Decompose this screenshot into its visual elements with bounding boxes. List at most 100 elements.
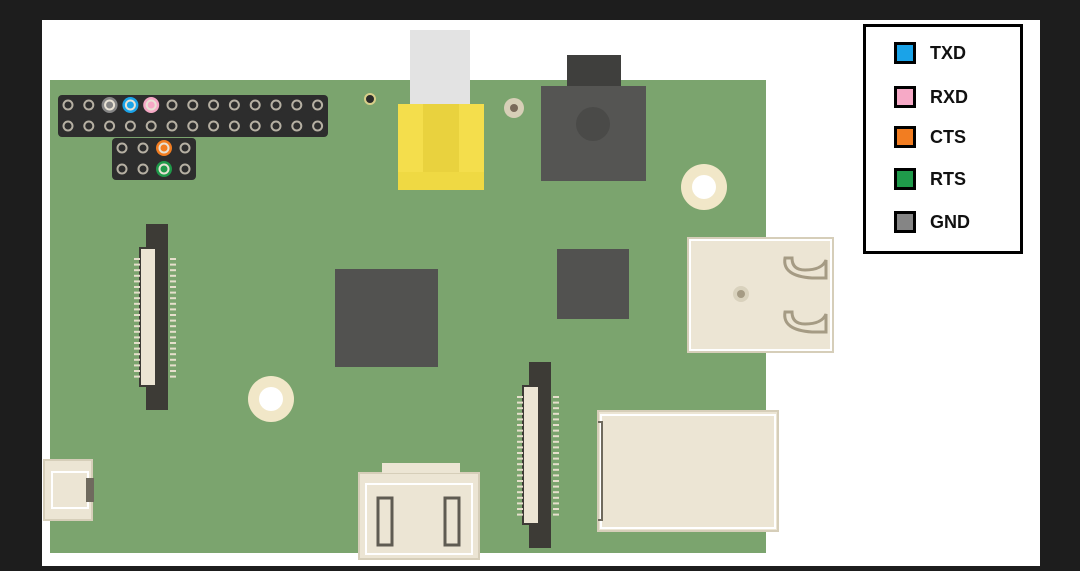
connector-pin [517, 407, 523, 410]
gpio-pin-pad [143, 97, 160, 113]
connector-pin [170, 375, 176, 378]
connector-pin [517, 435, 523, 438]
connector-pin [134, 319, 140, 322]
legend: TXD RXD CTS RTS GND [863, 24, 1023, 254]
display-connector [134, 224, 176, 410]
p5-pin-pad [135, 161, 151, 177]
connector-pin [134, 258, 140, 260]
connector-pin [553, 480, 559, 482]
connector-pin [134, 302, 140, 305]
connector-pin [134, 314, 140, 316]
gpio-pin [270, 99, 282, 111]
gpio-pin-pad [288, 97, 305, 113]
legend-swatch-cts [894, 126, 916, 148]
small-led [364, 93, 376, 105]
connector-pin [517, 508, 523, 510]
connector-pin [517, 491, 523, 494]
hdmi-port [358, 463, 480, 560]
connector-pin [170, 297, 176, 300]
connector-pin [134, 353, 140, 356]
p5-pin [137, 142, 149, 154]
connector-pin [517, 424, 523, 426]
gpio-pin-pad [101, 118, 118, 134]
connector-pin [553, 407, 559, 410]
connector-pin [553, 474, 559, 477]
connector-pin [517, 418, 523, 421]
gpio-pin-pad [122, 118, 139, 134]
p5-header-body [112, 138, 196, 180]
connector-pin [553, 396, 559, 398]
gpio-pin [145, 99, 157, 111]
connector-pin [134, 347, 140, 350]
legend-item-rts: RTS [894, 168, 1024, 196]
p5-pin-pad [156, 140, 172, 156]
connector-pin [134, 336, 140, 339]
connector-pin [170, 269, 176, 272]
gpio-pin-pad [184, 118, 201, 134]
legend-item-gnd: GND [894, 211, 1024, 239]
gpio-pin [249, 120, 261, 132]
mounting-hole-bottom-left-center [259, 387, 283, 411]
connector-pin [170, 286, 176, 288]
connector-pin [517, 457, 523, 460]
ethernet-port [597, 410, 779, 532]
gpio-pin-pad [122, 97, 139, 113]
p5-pin-pad [156, 161, 172, 177]
legend-swatch-rts [894, 168, 916, 190]
connector-pin [134, 325, 140, 328]
connector-pin [170, 314, 176, 316]
gpio-pin-pad [164, 97, 180, 113]
gpio-pin [62, 120, 74, 132]
connector-pin [553, 429, 559, 432]
connector-pin [517, 480, 523, 482]
legend-swatch-gnd [894, 211, 916, 233]
display-connector-insert [139, 247, 157, 387]
connector-pin [134, 342, 140, 344]
gpio-pin-pad [288, 118, 305, 134]
legend-label-rxd: RXD [930, 87, 969, 107]
connector-pin [134, 375, 140, 378]
connector-pin [134, 280, 140, 283]
connector-pin [517, 412, 523, 415]
connector-pin [170, 291, 176, 294]
connector-pin [517, 396, 523, 398]
gpio-pin-pad [60, 97, 76, 113]
connector-pin [134, 364, 140, 367]
gpio-pin [83, 120, 95, 132]
gpio-pin [228, 99, 240, 111]
connector-pin [517, 429, 523, 432]
gpio-pin [270, 120, 282, 132]
connector-pin [134, 274, 140, 277]
gpio-pin-pad [268, 97, 284, 113]
gpio-pin-pad [268, 118, 284, 134]
gpio-pin-pad [205, 118, 222, 134]
usb-spring-upper [783, 256, 828, 280]
connector-pin [134, 263, 140, 266]
audio-jack-hole [576, 107, 610, 141]
connector-pin [553, 418, 559, 421]
connector-pin [134, 358, 140, 361]
mounting-hole-top-right-center [692, 175, 716, 199]
connector-pin [517, 502, 523, 505]
gpio-pin [187, 120, 199, 132]
gpio-pin [228, 120, 240, 132]
audio-jack-top [567, 55, 621, 87]
gpio-pin [312, 99, 324, 111]
connector-pin [553, 496, 559, 499]
gpio-pin [291, 120, 303, 132]
connector-pin [553, 401, 559, 404]
rca-jack-connector [398, 104, 484, 190]
gpio-pin [124, 99, 136, 111]
hdmi-port-slot-right [443, 496, 461, 547]
hdmi-port-pins [382, 463, 460, 473]
gpio-pin-pad [80, 97, 97, 113]
connector-pin [170, 263, 176, 266]
gpio-pin-pad [309, 97, 326, 113]
connector-pin [553, 485, 559, 488]
gpio-pin [62, 99, 74, 111]
gpio-pin [291, 99, 303, 111]
connector-pin [134, 370, 140, 372]
gpio-pin-pad [80, 118, 97, 134]
connector-pin [170, 342, 176, 344]
